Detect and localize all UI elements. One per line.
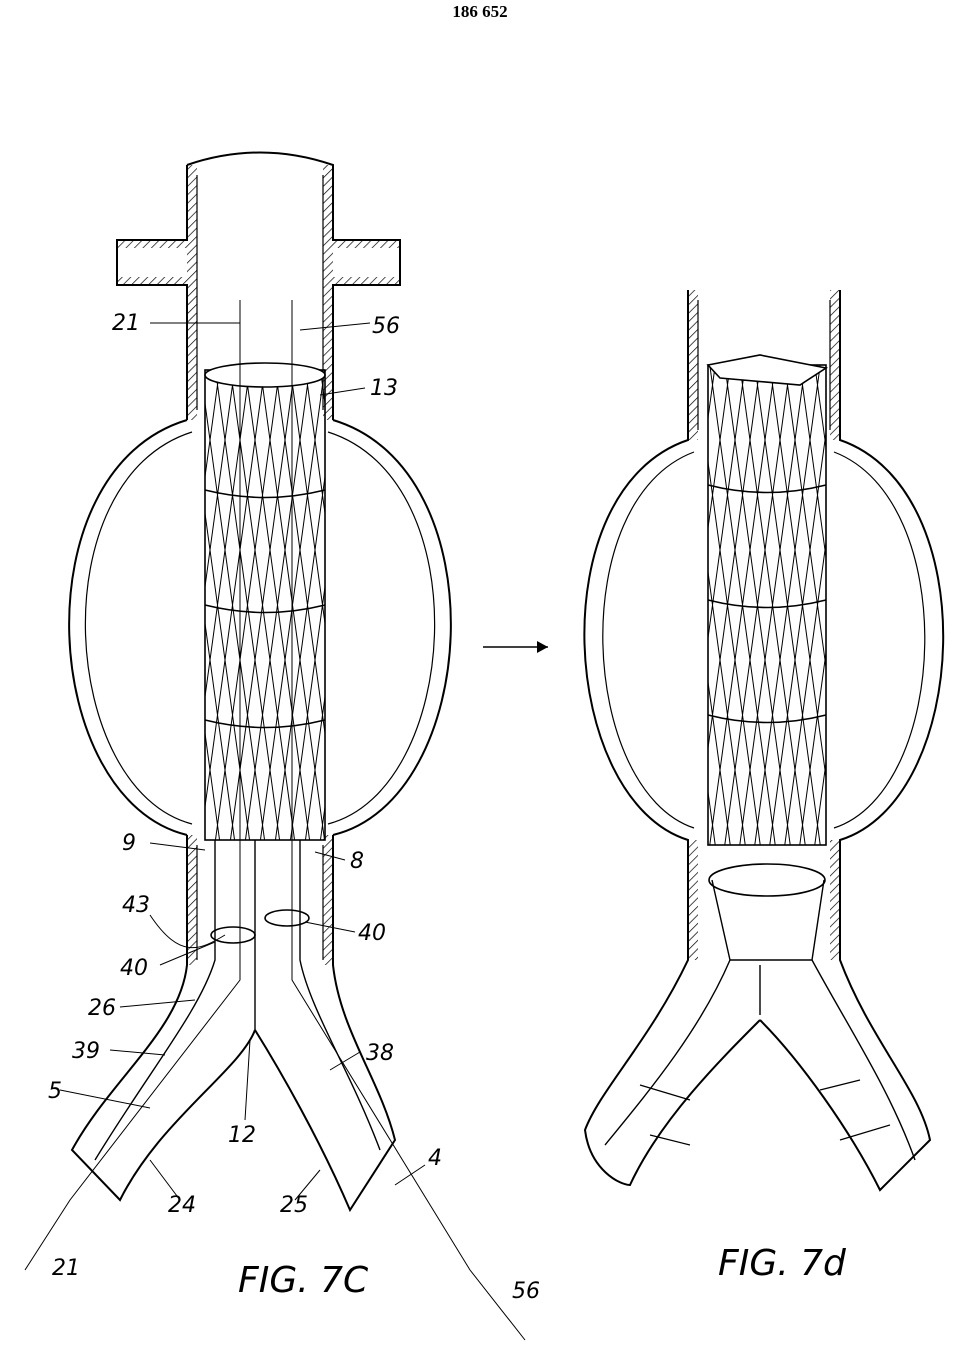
ref-label: 13 (370, 376, 398, 401)
ref-label: 43 (122, 893, 150, 918)
ref-label: 12 (228, 1123, 256, 1148)
ref-label: 40 (358, 921, 386, 946)
reference-labels-7c: 21 56 13 9 8 43 40 40 26 39 38 5 12 4 24… (48, 311, 540, 1304)
vessel-wall-7d (583, 290, 945, 1192)
ref-label: 25 (280, 1193, 308, 1218)
figure-caption-7c: FIG. 7C (238, 1260, 369, 1301)
figure-7c: 21 56 13 9 8 43 40 40 26 39 38 5 12 4 24… (24, 151, 540, 1341)
ref-label: 56 (512, 1279, 540, 1304)
ref-label: 56 (372, 314, 400, 339)
figure-7d: FIG. 7d (583, 290, 945, 1284)
transition-arrow (483, 641, 548, 653)
ref-label: 26 (88, 996, 116, 1021)
stent-graft-7d (604, 354, 916, 1161)
stent-graft-7c (24, 300, 526, 1341)
page-number: 186 652 (452, 2, 508, 21)
ref-label: 9 (122, 831, 136, 856)
ref-label: 5 (48, 1079, 62, 1104)
ref-label: 24 (168, 1193, 196, 1218)
ref-label: 40 (120, 956, 148, 981)
leader-lines-7c (59, 322, 426, 1201)
ref-label: 21 (52, 1256, 80, 1281)
ref-label: 39 (72, 1039, 100, 1064)
ref-label: 8 (350, 849, 364, 874)
ref-label: 38 (366, 1041, 394, 1066)
ref-label: 21 (112, 311, 140, 336)
ref-label: 4 (428, 1146, 442, 1171)
figure-caption-7d: FIG. 7d (718, 1243, 847, 1284)
